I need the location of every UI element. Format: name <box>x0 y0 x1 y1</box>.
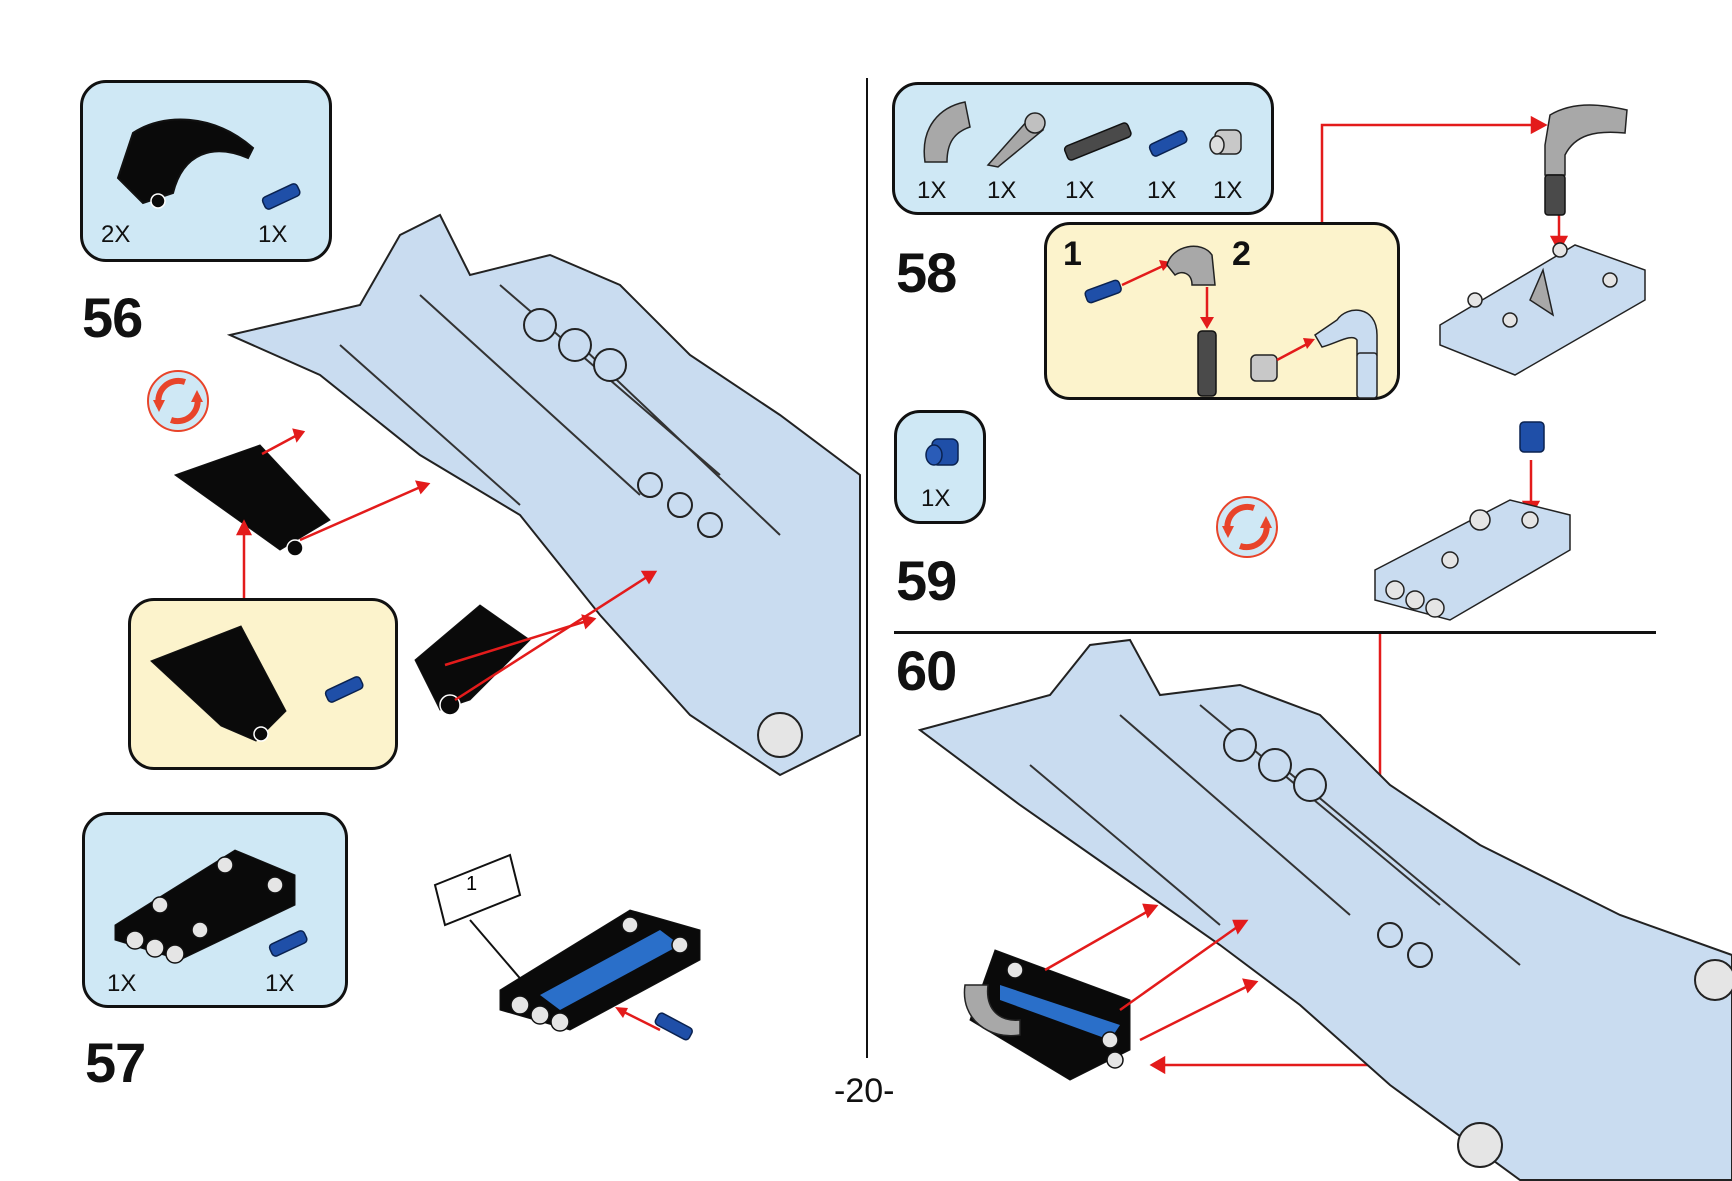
step-59-parts-box: 1X <box>894 410 986 524</box>
step-number: 58 <box>896 241 957 304</box>
panel-with-pin-icon <box>150 625 287 742</box>
step-58-parts-box: 1X 1X 1X 1X 1X <box>892 82 1274 215</box>
decorated-panel-sub-assembly <box>963 949 1131 1081</box>
grey-curved-pipe-icon <box>923 101 971 163</box>
step-56-sub-assembly-box <box>128 598 398 770</box>
grey-horn-connector-icon <box>986 112 1046 168</box>
part-qty: 1X <box>921 485 951 512</box>
blue-pin-icon <box>261 183 301 210</box>
step-57-parts-box: 1X 1X <box>82 812 348 1008</box>
rotate-model-icon <box>147 370 209 432</box>
step-number: 59 <box>896 549 957 612</box>
step-56-parts-box: 2X 1X <box>80 80 332 262</box>
step-number: 57 <box>85 1031 146 1094</box>
blue-pin-icon <box>268 930 308 957</box>
part-qty: 1X <box>917 177 947 204</box>
blue-bush-icon <box>925 438 959 466</box>
part-qty: 1X <box>1213 177 1243 204</box>
step-56-model-illustration <box>226 213 861 777</box>
horizontal-step-divider <box>894 631 1656 634</box>
step-58-result-illustration <box>1439 104 1646 376</box>
part-qty: 1X <box>1147 177 1177 204</box>
part-qty: 1X <box>1065 177 1095 204</box>
sub-assembly-illustration <box>1084 245 1378 399</box>
part-qty: 1X <box>987 177 1017 204</box>
page-number: -20- <box>834 1072 895 1110</box>
blue-pin-icon <box>1148 130 1188 157</box>
sticker-callout <box>433 853 701 1041</box>
step-number: 60 <box>896 639 957 702</box>
part-qty: 2X <box>101 221 131 248</box>
part-qty: 1X <box>107 970 137 997</box>
part-qty: 1X <box>265 970 295 997</box>
step-number: 56 <box>82 286 143 349</box>
black-panel-plate-icon <box>114 849 296 964</box>
step-60-model-illustration <box>917 638 1732 1181</box>
sub-step-number: 2 <box>1232 235 1251 273</box>
black-curved-panel-icon <box>116 118 255 209</box>
blue-pin-icon <box>324 676 364 703</box>
step-58-sub-assembly-box: 1 2 <box>1044 222 1400 400</box>
rotate-model-icon <box>1216 496 1278 558</box>
vertical-page-divider <box>866 78 868 1058</box>
grey-bush-icon <box>1209 129 1242 155</box>
step-59-result-illustration <box>1374 421 1571 621</box>
part-qty: 1X <box>258 221 288 248</box>
dark-grey-axle-pin-icon <box>1063 122 1132 161</box>
sticker-number: 1 <box>466 873 478 895</box>
sub-step-number: 1 <box>1063 235 1082 273</box>
